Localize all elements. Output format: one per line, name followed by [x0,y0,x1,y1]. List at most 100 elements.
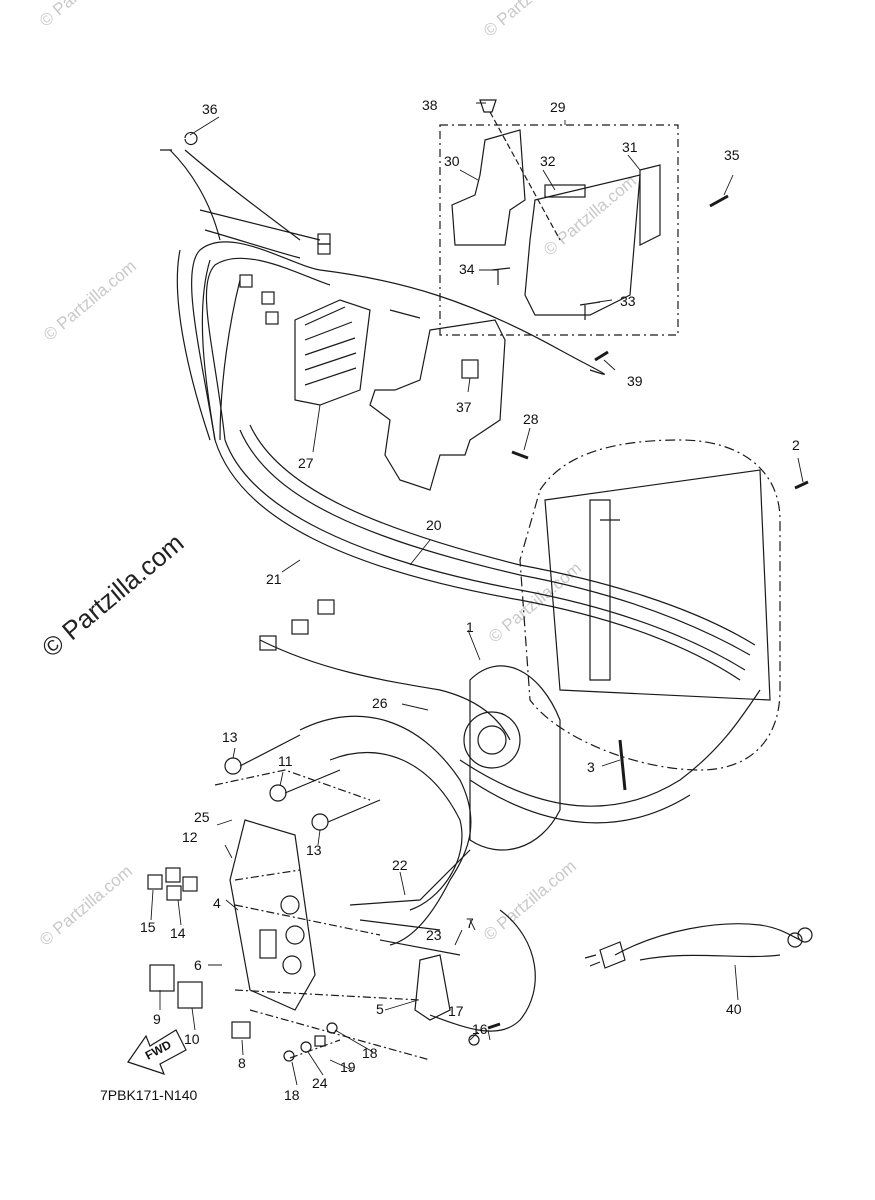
connector [261,291,275,305]
callout-26: 26 [372,695,388,711]
callout-6: 6 [194,957,202,973]
switch-9 [149,964,175,992]
callout-16: 16 [472,1021,488,1037]
bracket-37 [369,319,506,491]
connector [265,311,279,325]
housing-outline [519,439,781,771]
cable-21b [224,439,746,671]
callout-24: 24 [312,1075,328,1091]
callout-39: 39 [627,373,643,389]
callout-4: 4 [213,895,221,911]
regulator-fins [304,306,357,386]
connector [291,619,309,635]
switch-10 [177,981,203,1009]
callout-13: 13 [222,729,238,745]
bolt-28 [511,450,529,460]
callout-1: 1 [466,619,474,635]
group-29-outline [439,124,679,336]
callout-36: 36 [202,101,218,117]
panel-slot [259,929,277,959]
callout-labels: 1 2 3 4 5 6 7 8 9 10 11 12 13 13 14 15 1… [140,97,800,1103]
callout-7: 7 [466,915,474,931]
breaker-leads [239,734,381,823]
lamp-8 [231,1021,251,1039]
leader-38 [489,111,561,241]
diagram-code: 7PBK171-N140 [100,1087,198,1103]
switch-15b [165,867,181,883]
bolt-2 [794,480,809,490]
outlet-5 [414,954,451,1021]
cable-20b [249,424,756,646]
switch-14 [166,885,182,901]
callout-18b: 18 [284,1087,300,1103]
callout-27: 27 [298,455,314,471]
plug-end [787,932,803,948]
panel-hole [280,895,300,915]
callout-15: 15 [140,919,156,935]
switch-15 [147,874,163,890]
connector [259,635,277,651]
cable-loop [191,241,605,441]
clip-34 [491,267,511,285]
cover-31 [524,174,641,316]
breaker-11 [269,784,287,802]
wire-22a [299,715,472,946]
callout-21: 21 [266,571,282,587]
clip-37 [461,359,479,379]
callout-20: 20 [426,517,442,533]
callout-11: 11 [278,753,293,769]
callout-28: 28 [523,411,539,427]
panel-plate [469,665,561,851]
plug-end [797,927,813,943]
nut-19 [314,1035,326,1047]
housing-inner [544,469,771,701]
assembly-leaders [214,769,431,1061]
panel-hole [285,925,305,945]
callout-12: 12 [182,829,198,845]
callout-32: 32 [540,153,556,169]
housing-rib [589,499,620,681]
loop-cable [459,689,761,807]
callout-23: 23 [426,927,442,943]
callout-40: 40 [726,1001,742,1017]
cable-loop-b [205,257,331,441]
callout-8: 8 [238,1055,246,1071]
callout-leaders [150,102,804,1086]
nut-38 [479,99,497,113]
panel-hole [282,955,302,975]
bracket-30 [451,129,526,246]
control-panel-4 [229,819,316,1011]
callout-10: 10 [184,1031,200,1047]
callout-31: 31 [622,139,638,155]
callout-17: 17 [448,1003,464,1019]
bolt-39 [594,350,609,362]
callout-18: 18 [362,1045,378,1061]
terminal-36 [160,131,198,151]
connector [239,274,253,288]
callout-3: 3 [587,759,595,775]
regulator-27 [294,299,371,406]
callout-37: 37 [456,399,472,415]
callout-35: 35 [724,147,740,163]
connector [317,233,331,245]
outlet-socket [463,711,521,769]
outlet-socket-inner [477,725,507,755]
callout-25: 25 [194,809,210,825]
screw-16 [487,1022,501,1030]
callout-34: 34 [459,261,475,277]
nut-18a [283,1050,295,1062]
callout-13b: 13 [306,842,322,858]
cord-40b [639,954,781,961]
screw-left [389,309,421,319]
wire-22b [329,752,463,911]
ground-wire [429,909,536,1032]
switch-14b [182,876,198,892]
tie-3 [618,739,627,791]
plug-40 [584,941,626,969]
washer-17 [468,1034,480,1046]
wire-22c [349,849,471,956]
callout-30: 30 [444,153,460,169]
fwd-arrow [127,1029,187,1075]
